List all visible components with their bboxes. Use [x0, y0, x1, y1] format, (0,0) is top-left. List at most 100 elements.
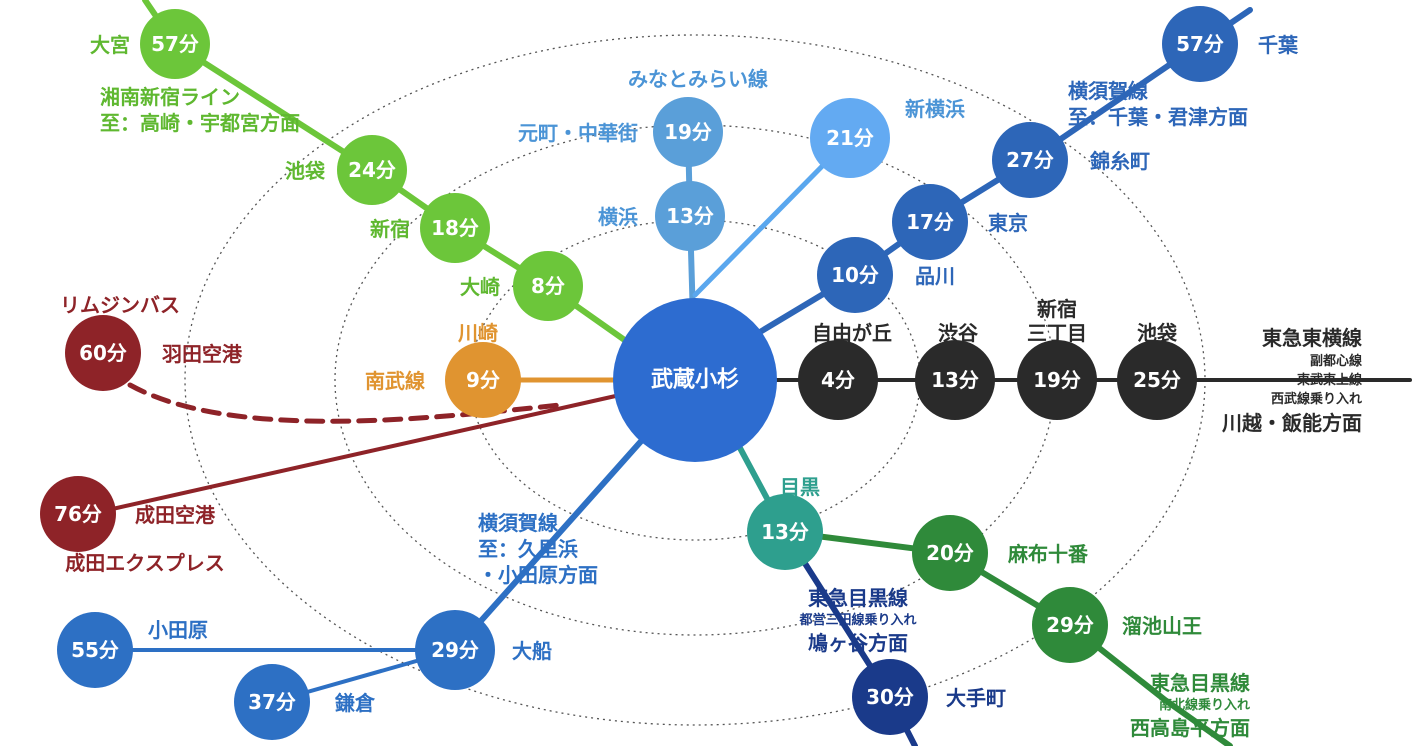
label-kamakura: 鎌倉 — [334, 691, 376, 715]
node-shibuya: 13分 — [915, 340, 995, 420]
node-osaki: 8分 — [513, 251, 583, 321]
label-azabu: 麻布十番 — [1007, 542, 1089, 566]
svg-text:57分: 57分 — [1176, 32, 1224, 56]
node-tameike: 29分 — [1032, 587, 1108, 663]
svg-text:29分: 29分 — [1046, 613, 1094, 637]
node-ikebukuro-g: 24分 — [337, 135, 407, 205]
label-shinjuku3-1: 新宿 — [1037, 297, 1077, 321]
node-chiba: 57分 — [1162, 6, 1238, 82]
label-shinyokohama: 新横浜 — [905, 97, 965, 121]
label-shinjuku3-2: 三丁目 — [1027, 321, 1087, 345]
label-nex: 成田エクスプレス — [65, 551, 224, 575]
label-jiyugaoka: 自由が丘 — [812, 321, 892, 345]
label-minatomirai-line: みなとみらい線 — [628, 67, 768, 91]
label-toyoko-line: 東急東横線 — [1262, 326, 1362, 350]
line-nex — [88, 393, 622, 516]
label-shonan-line: 湘南新宿ライン — [100, 85, 240, 109]
node-odawara: 55分 — [57, 612, 133, 688]
node-narita: 76分 — [40, 476, 116, 552]
label-yokosuka-s-line: 横須賀線 — [478, 511, 558, 535]
svg-text:9分: 9分 — [466, 368, 500, 392]
label-narita: 成田空港 — [135, 503, 216, 527]
node-shinyokohama: 21分 — [810, 98, 890, 178]
label-motomachi: 元町・中華街 — [518, 121, 638, 145]
label-meguro-mita-dest: 鳩ヶ谷方面 — [808, 631, 908, 655]
label-chiba: 千葉 — [1258, 33, 1299, 57]
node-omiya: 57分 — [140, 9, 210, 79]
node-yokohama: 13分 — [655, 181, 725, 251]
label-haneda: 羽田空港 — [162, 342, 243, 366]
svg-text:13分: 13分 — [666, 204, 714, 228]
label-tameike: 溜池山王 — [1122, 614, 1202, 638]
node-kinshicho: 27分 — [992, 122, 1068, 198]
svg-text:13分: 13分 — [761, 520, 809, 544]
svg-text:30分: 30分 — [866, 685, 914, 709]
node-ikebukuro-f: 25分 — [1117, 340, 1197, 420]
label-meguro-nb-dest: 西高島平方面 — [1130, 716, 1250, 740]
svg-text:76分: 76分 — [54, 502, 102, 526]
svg-text:武蔵小杉: 武蔵小杉 — [651, 367, 739, 393]
label-yokosuka-s-dest1: 至：久里浜 — [478, 537, 578, 561]
label-kinshicho: 錦糸町 — [1090, 149, 1150, 173]
label-meguro-mita-line: 東急目黒線 — [808, 586, 908, 610]
svg-text:60分: 60分 — [79, 341, 127, 365]
label-tokyo: 東京 — [988, 211, 1028, 235]
svg-text:18分: 18分 — [431, 216, 479, 240]
label-toyoko-sub1: 副都心線 — [1310, 353, 1363, 369]
label-toyoko-sub2: 東武東上線 — [1297, 372, 1363, 388]
label-shinjuku: 新宿 — [370, 217, 410, 241]
label-yokosuka-s-dest2: ・小田原方面 — [478, 563, 598, 587]
svg-text:55分: 55分 — [71, 638, 119, 662]
label-yokosuka-n-line: 横須賀線 — [1068, 79, 1148, 103]
label-meguro-nb-line: 東急目黒線 — [1150, 671, 1250, 695]
svg-text:8分: 8分 — [531, 274, 565, 298]
svg-text:25分: 25分 — [1133, 368, 1181, 392]
line-yokosuka-south — [452, 417, 663, 653]
label-ofuna: 大船 — [512, 639, 552, 663]
label-shonan-dest: 至：高崎・宇都宮方面 — [100, 111, 300, 135]
node-motomachi: 19分 — [653, 97, 723, 167]
svg-text:13分: 13分 — [931, 368, 979, 392]
label-osaki: 大崎 — [460, 275, 500, 299]
node-shinagawa: 10分 — [817, 237, 893, 313]
label-meguro: 目黒 — [780, 475, 820, 499]
svg-text:27分: 27分 — [1006, 148, 1054, 172]
label-meguro-nb-sub: 南北線乗り入れ — [1159, 697, 1250, 713]
station-labels: 大宮 湘南新宿ライン 至：高崎・宇都宮方面 池袋 新宿 大崎 みなとみらい線 元… — [60, 33, 1363, 740]
label-ikebukuro-f: 池袋 — [1137, 321, 1178, 345]
node-haneda: 60分 — [65, 315, 141, 391]
label-shibuya: 渋谷 — [938, 321, 979, 345]
node-tokyo: 17分 — [892, 184, 968, 260]
label-yokosuka-n-dest: 至：千葉・君津方面 — [1068, 105, 1248, 129]
svg-text:57分: 57分 — [151, 32, 199, 56]
node-azabu: 20分 — [912, 515, 988, 591]
node-kamakura: 37分 — [234, 664, 310, 740]
label-yokohama: 横浜 — [598, 205, 638, 229]
node-shinjuku: 18分 — [420, 193, 490, 263]
label-omiya: 大宮 — [90, 33, 130, 57]
svg-text:37分: 37分 — [248, 690, 296, 714]
node-otemachi: 30分 — [852, 659, 928, 735]
node-jiyugaoka: 4分 — [798, 340, 878, 420]
label-shinagawa: 品川 — [915, 264, 955, 288]
hub-node: 武蔵小杉 — [613, 298, 777, 462]
station-nodes: 57分 24分 18分 8分 19分 13分 21分 57分 27分 17分 1… — [40, 6, 1238, 740]
label-otemachi: 大手町 — [946, 686, 1006, 710]
label-toyoko-sub3: 西武線乗り入れ — [1271, 391, 1362, 407]
label-ikebukuro-g: 池袋 — [285, 159, 326, 183]
node-meguro: 13分 — [747, 494, 823, 570]
svg-text:17分: 17分 — [906, 210, 954, 234]
svg-text:10分: 10分 — [831, 263, 879, 287]
label-meguro-mita-sub: 都営三田線乗り入れ — [798, 612, 916, 628]
svg-text:19分: 19分 — [1033, 368, 1081, 392]
node-shinjuku3: 19分 — [1017, 340, 1097, 420]
svg-text:24分: 24分 — [348, 158, 396, 182]
node-ofuna: 29分 — [415, 610, 495, 690]
svg-text:21分: 21分 — [826, 126, 874, 150]
label-limousine: リムジンバス — [60, 293, 180, 317]
label-kawasaki: 川崎 — [457, 321, 498, 345]
svg-text:19分: 19分 — [664, 120, 712, 144]
label-nanbu-line: 南武線 — [365, 369, 425, 393]
